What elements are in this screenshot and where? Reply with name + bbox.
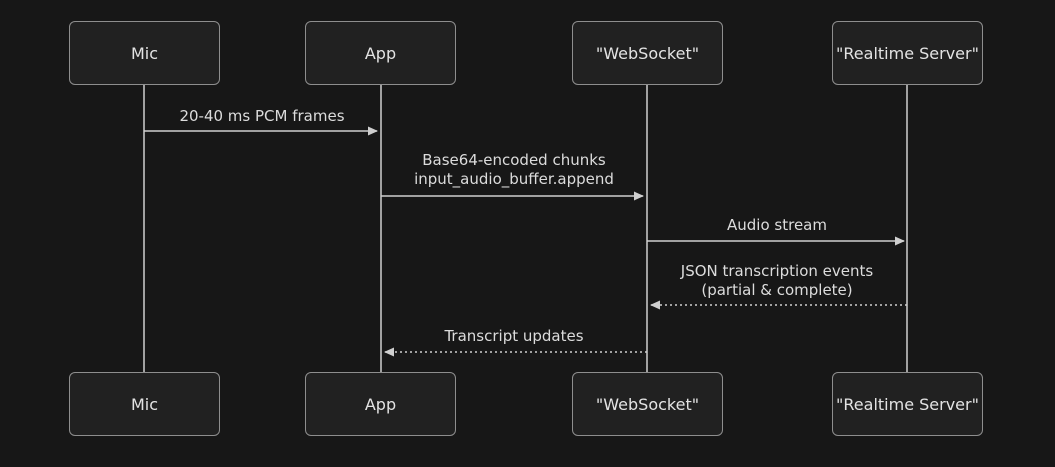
- actor-label: App: [364, 394, 397, 414]
- actor-bottom-app: App: [305, 372, 456, 436]
- actor-label: "Realtime Server": [836, 394, 979, 414]
- message-label-audio-stream: Audio stream: [727, 216, 827, 234]
- actor-bottom-realtime-server: "Realtime Server": [832, 372, 983, 436]
- actor-bottom-mic: Mic: [69, 372, 220, 436]
- actor-label: Mic: [130, 43, 159, 63]
- actor-top-websocket: "WebSocket": [572, 21, 723, 85]
- message-label-pcm-frames: 20-40 ms PCM frames: [179, 107, 345, 125]
- actor-label: "WebSocket": [595, 43, 700, 63]
- actor-top-mic: Mic: [69, 21, 220, 85]
- actor-top-realtime-server: "Realtime Server": [832, 21, 983, 85]
- message-label-transcription-events: JSON transcription events (partial & com…: [680, 262, 874, 299]
- actor-label: App: [364, 43, 397, 63]
- message-label-base64-chunks: Base64-encoded chunks input_audio_buffer…: [414, 151, 614, 188]
- actor-label: "WebSocket": [595, 394, 700, 414]
- actor-label: "Realtime Server": [836, 43, 979, 63]
- actor-bottom-websocket: "WebSocket": [572, 372, 723, 436]
- actor-top-app: App: [305, 21, 456, 85]
- message-label-transcript-updates: Transcript updates: [444, 327, 584, 345]
- actor-label: Mic: [130, 394, 159, 414]
